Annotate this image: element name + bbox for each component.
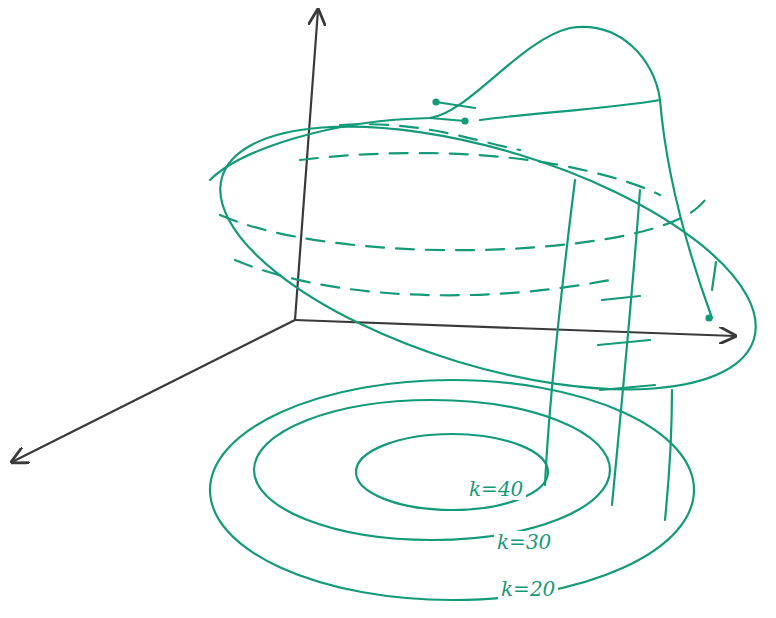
level-label: k=30 xyxy=(494,531,554,553)
contour-lines xyxy=(210,380,694,600)
axes xyxy=(12,10,735,462)
level-label: k=20 xyxy=(498,578,558,600)
level-label: k=40 xyxy=(466,478,526,500)
surface xyxy=(191,27,776,520)
